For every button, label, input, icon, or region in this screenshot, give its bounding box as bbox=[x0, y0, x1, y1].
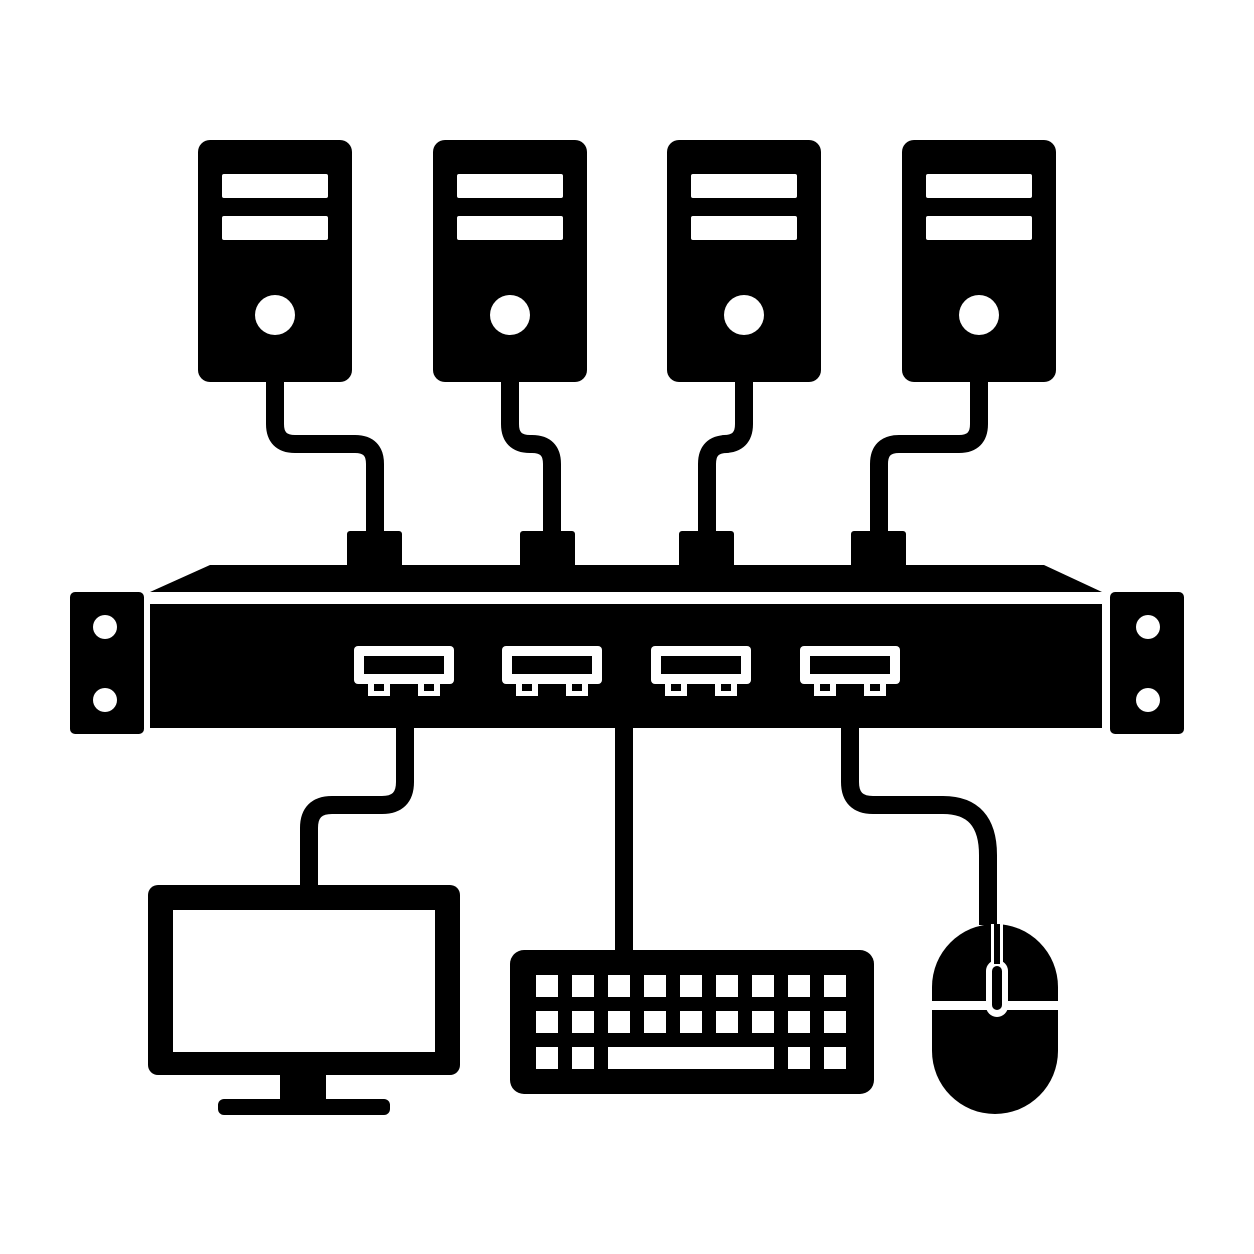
cable bbox=[841, 726, 997, 925]
computer-tower-icon bbox=[902, 140, 1056, 382]
spacebar-key bbox=[608, 1047, 774, 1069]
usb-port-icon bbox=[502, 646, 602, 696]
monitor-icon bbox=[148, 885, 460, 1115]
cable bbox=[501, 380, 561, 540]
cable bbox=[266, 380, 384, 540]
cable-connector bbox=[520, 531, 575, 569]
usb-port-icon bbox=[354, 646, 454, 696]
computer-tower-icon bbox=[433, 140, 587, 382]
usb-port-icon bbox=[800, 646, 900, 696]
mounting-bracket bbox=[70, 592, 144, 734]
mounting-bracket bbox=[1110, 592, 1184, 734]
keyboard-icon bbox=[510, 950, 874, 1094]
computer-tower-icon bbox=[667, 140, 821, 382]
cable bbox=[698, 380, 753, 540]
computer-tower-icon bbox=[198, 140, 352, 382]
kvm-switch-icon bbox=[70, 565, 1184, 734]
mouse-icon bbox=[932, 924, 1058, 1114]
cable-connector bbox=[851, 531, 906, 569]
usb-port-icon bbox=[651, 646, 751, 696]
cable bbox=[300, 726, 414, 888]
cable-connector bbox=[679, 531, 734, 569]
cable-connector bbox=[347, 531, 402, 569]
cable bbox=[870, 380, 988, 540]
